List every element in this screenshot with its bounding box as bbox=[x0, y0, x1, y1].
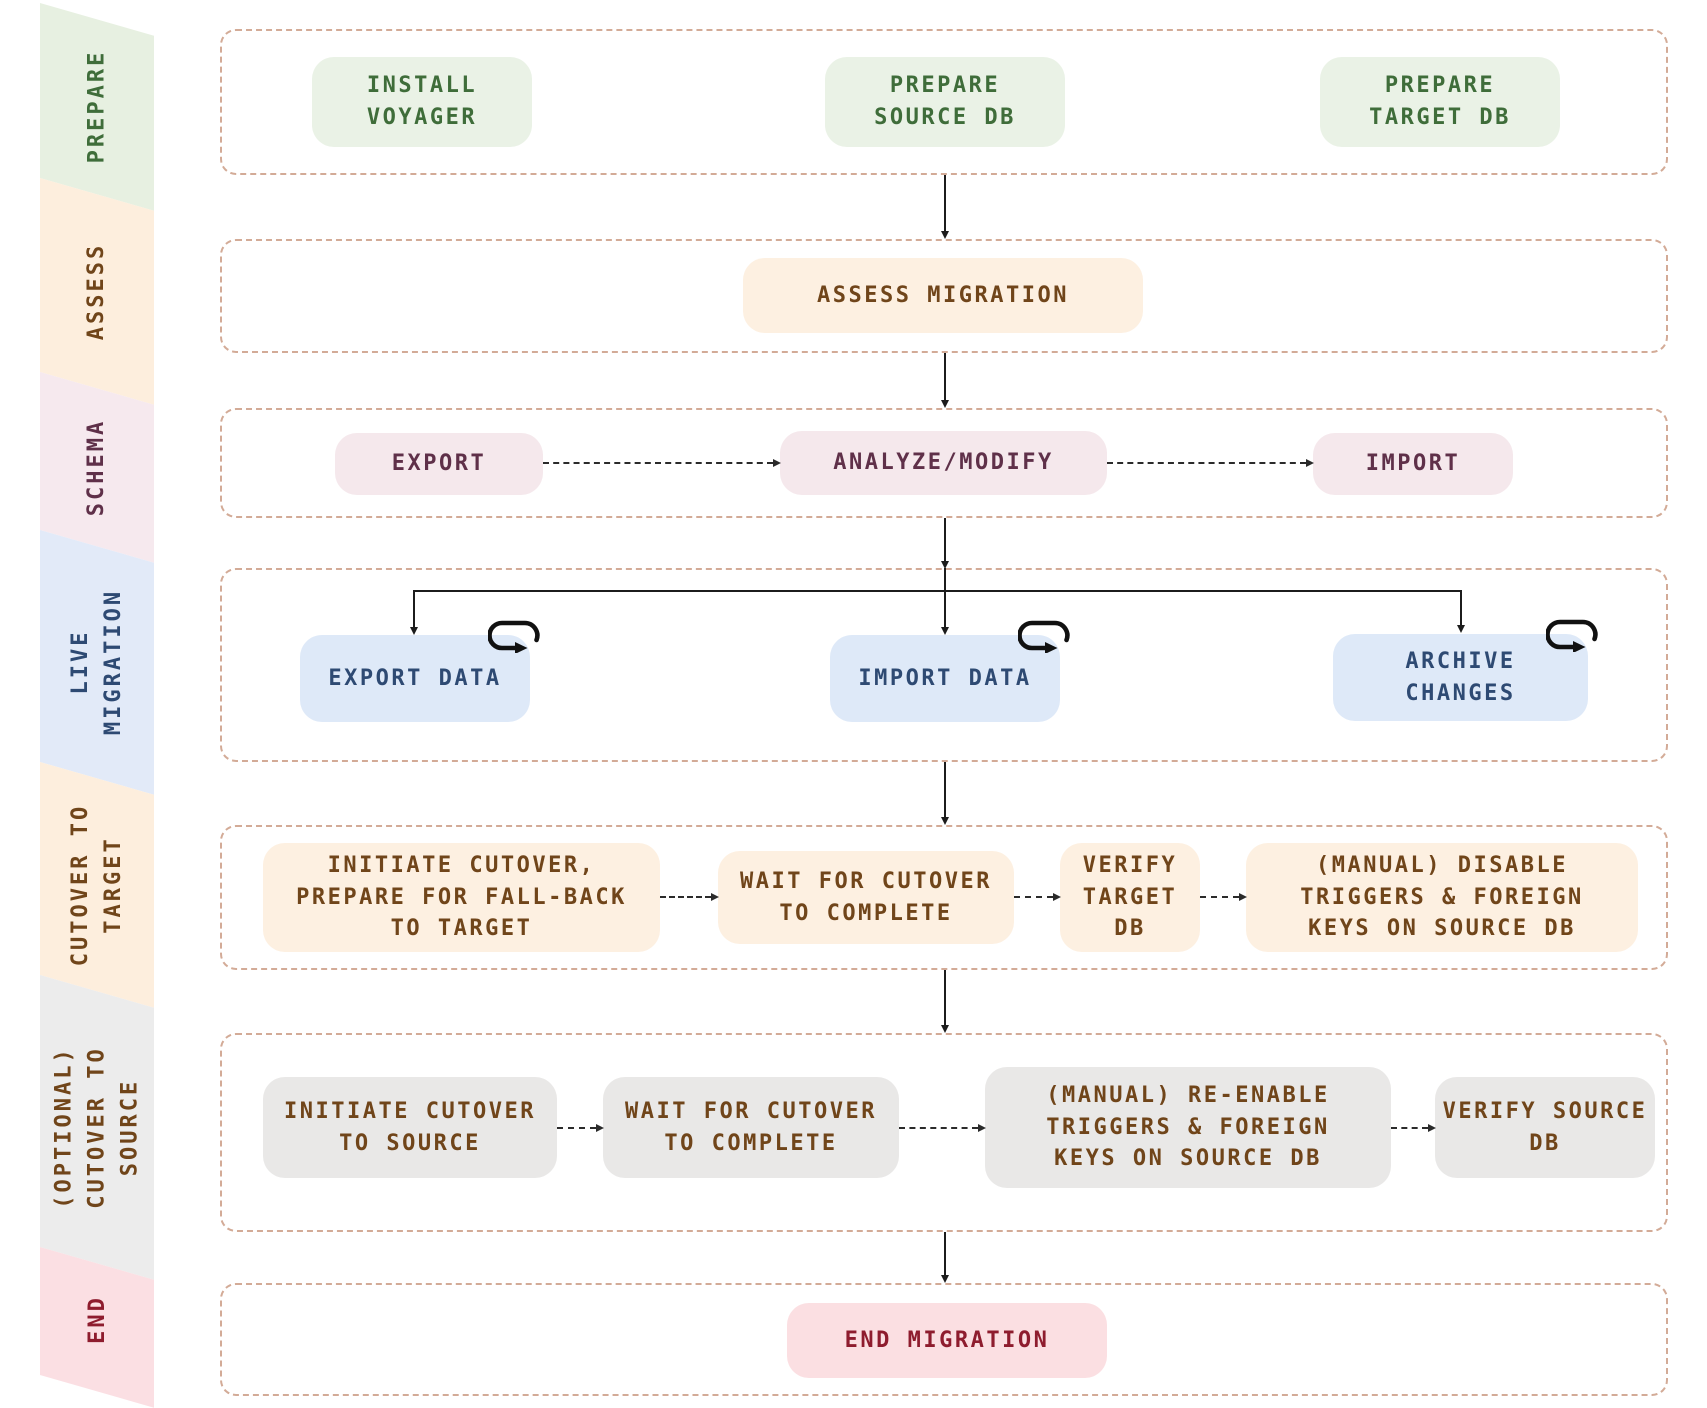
step-verify-source-db[interactable]: VERIFY SOURCE DB bbox=[1435, 1077, 1655, 1178]
branch-arrow-export-data bbox=[409, 590, 418, 635]
step-end-migration[interactable]: END MIGRATION bbox=[787, 1303, 1107, 1378]
step-wait-cutover-source[interactable]: WAIT FOR CUTOVER TO COMPLETE bbox=[603, 1077, 899, 1178]
step-wait-cutover-target[interactable]: WAIT FOR CUTOVER TO COMPLETE bbox=[718, 851, 1014, 944]
connector-initiate-to-wait-target bbox=[660, 892, 719, 901]
connector-export-to-analyze bbox=[543, 458, 781, 467]
flow-arrow-assess-to-schema bbox=[940, 353, 949, 408]
flow-arrow-prepare-to-assess bbox=[940, 175, 949, 239]
step-install-voyager[interactable]: INSTALL VOYAGER bbox=[312, 57, 532, 147]
branch-horizontal-line bbox=[413, 590, 1462, 592]
connector-verify-to-disable bbox=[1200, 892, 1247, 901]
sidebar-segment-live-migration bbox=[40, 530, 154, 795]
step-initiate-cutover-source[interactable]: INITIATE CUTOVER TO SOURCE bbox=[263, 1077, 557, 1178]
repeat-loop-icon bbox=[1017, 619, 1070, 654]
step-prepare-source-db[interactable]: PREPARE SOURCE DB bbox=[825, 57, 1065, 147]
step-disable-triggers-source[interactable]: (MANUAL) DISABLE TRIGGERS & FOREIGN KEYS… bbox=[1246, 843, 1638, 952]
sidebar-segment-cutover-target bbox=[40, 762, 154, 1008]
step-verify-target-db[interactable]: VERIFY TARGET DB bbox=[1060, 843, 1200, 952]
step-assess-migration[interactable]: ASSESS MIGRATION bbox=[743, 258, 1143, 333]
branch-stem-line bbox=[944, 568, 946, 591]
step-export-data[interactable]: EXPORT DATA bbox=[300, 635, 530, 722]
flow-arrow-cutover-target-to-source bbox=[940, 970, 949, 1033]
step-export-schema[interactable]: EXPORT bbox=[335, 433, 543, 495]
repeat-loop-icon bbox=[1545, 618, 1598, 653]
step-reenable-triggers-source[interactable]: (MANUAL) RE-ENABLE TRIGGERS & FOREIGN KE… bbox=[985, 1067, 1391, 1188]
flow-arrow-live-to-cutover-target bbox=[940, 762, 949, 825]
repeat-loop-icon bbox=[487, 619, 540, 654]
phase-band-cutover-source bbox=[220, 1033, 1668, 1232]
step-analyze-modify-schema[interactable]: ANALYZE/MODIFY bbox=[780, 431, 1107, 495]
step-initiate-cutover-target[interactable]: INITIATE CUTOVER, PREPARE FOR FALL-BACK … bbox=[263, 843, 660, 952]
flow-arrow-cutover-source-to-end bbox=[940, 1232, 949, 1283]
connector-wait-to-verify-target bbox=[1014, 892, 1061, 901]
step-prepare-target-db[interactable]: PREPARE TARGET DB bbox=[1320, 57, 1560, 147]
step-archive-changes[interactable]: ARCHIVE CHANGES bbox=[1333, 634, 1588, 721]
step-import-schema[interactable]: IMPORT bbox=[1313, 433, 1513, 495]
branch-arrow-archive-changes bbox=[1456, 590, 1465, 633]
branch-arrow-import-data bbox=[940, 590, 949, 635]
connector-analyze-to-import bbox=[1107, 458, 1314, 467]
sidebar-segment-prepare bbox=[40, 3, 154, 211]
connector-initiate-to-wait-source bbox=[557, 1123, 604, 1132]
step-import-data[interactable]: IMPORT DATA bbox=[830, 635, 1060, 722]
connector-wait-to-reenable bbox=[899, 1123, 986, 1132]
flow-arrow-schema-to-live bbox=[940, 518, 949, 569]
connector-reenable-to-verify bbox=[1391, 1123, 1436, 1132]
sidebar-segment-cutover-source bbox=[40, 975, 154, 1280]
sidebar-segment-assess bbox=[40, 178, 154, 405]
